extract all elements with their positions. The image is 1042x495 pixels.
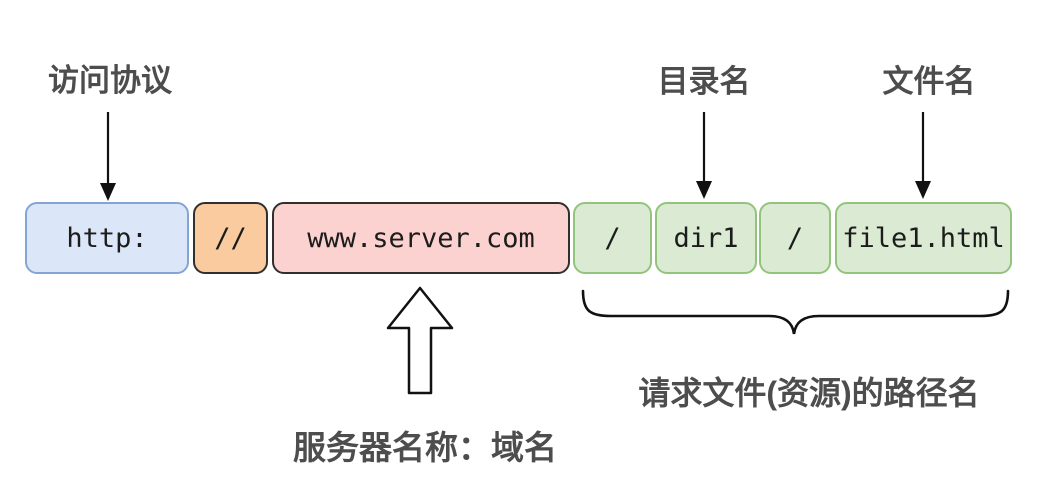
down-arrow-protocol-icon xyxy=(100,112,116,201)
filename-label: 文件名 xyxy=(882,64,976,99)
url-segment-protocol: http: xyxy=(25,202,189,274)
down-arrow-filename-icon xyxy=(915,112,931,199)
url-segment-separator: // xyxy=(193,202,268,274)
path-brace-icon xyxy=(581,289,1010,335)
directory-label: 目录名 xyxy=(657,64,751,99)
request-path-label: 请求文件(资源)的路径名 xyxy=(638,375,980,411)
url-segment-domain: www.server.com xyxy=(272,202,570,274)
url-segment-file: file1.html xyxy=(835,202,1012,274)
url-segment-slash-2: / xyxy=(759,202,831,274)
server-name-label: 服务器名称：域名 xyxy=(293,429,557,466)
up-arrow-server-icon xyxy=(386,286,454,395)
down-arrow-directory-icon xyxy=(696,112,712,199)
url-segment-directory: dir1 xyxy=(655,202,757,274)
url-segment-slash-1: / xyxy=(573,202,652,274)
protocol-label: 访问协议 xyxy=(48,63,172,98)
